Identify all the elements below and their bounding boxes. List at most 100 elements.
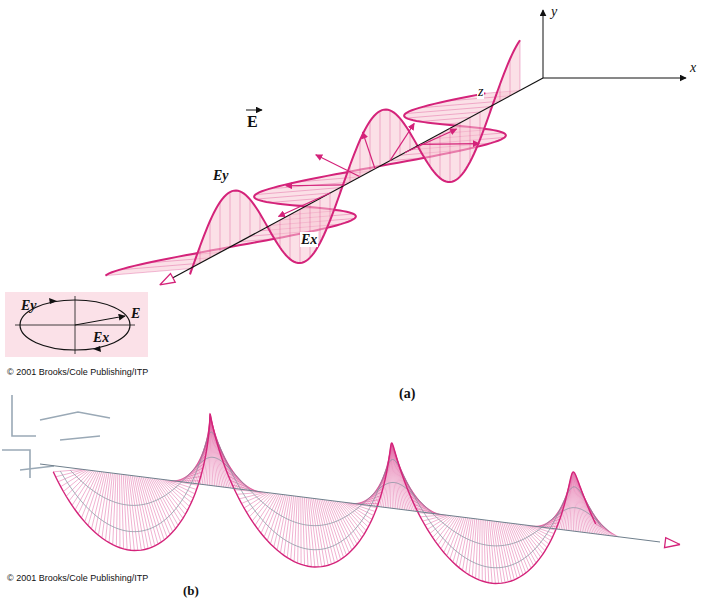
axis-label: z — [477, 84, 484, 99]
helix-ray — [514, 524, 536, 563]
helix-ray — [139, 477, 158, 544]
field-hatch — [240, 191, 241, 241]
helix-ray — [487, 520, 492, 583]
helix-ray — [303, 497, 305, 565]
helix-ray — [78, 472, 98, 514]
slit-apparatus — [12, 395, 36, 436]
x-axis — [543, 78, 686, 79]
field-hatch — [320, 198, 321, 242]
helix-ray — [518, 524, 541, 557]
helix-ray — [324, 500, 343, 558]
field-vector — [420, 143, 479, 145]
slit-apparatus — [20, 466, 54, 470]
helix-ray — [66, 471, 91, 497]
helix-ray — [571, 473, 573, 531]
propagation-arrow — [160, 273, 176, 284]
field-hatch — [430, 139, 431, 167]
panel-label: (b) — [182, 584, 200, 598]
helix-ray — [486, 520, 489, 583]
field-hatch — [380, 111, 381, 166]
copyright-note: © 2001 Brooks/Cole Publishing/ITP — [6, 368, 149, 378]
helix-ray — [495, 521, 505, 582]
field-hatch — [450, 128, 451, 182]
vector-label: E — [246, 113, 259, 131]
component-label: Ey — [21, 298, 37, 313]
field-hatch — [520, 40, 521, 90]
helix-axis — [40, 464, 660, 542]
helix-ray — [511, 523, 531, 568]
helix-grid — [60, 432, 601, 568]
helix-ray — [129, 475, 138, 550]
helix-ray — [300, 497, 301, 564]
helix-ray — [210, 414, 216, 486]
field-vector — [316, 155, 360, 177]
helix-ray — [72, 471, 94, 505]
component-label: E — [131, 306, 140, 321]
helix-ray — [121, 474, 123, 548]
field-hatch — [280, 220, 281, 248]
helix-ray — [56, 470, 84, 477]
helix-ray — [249, 493, 272, 516]
y-axis — [543, 10, 544, 78]
helix-ray — [450, 517, 464, 559]
ey-fill — [190, 40, 520, 274]
helix-ray — [116, 474, 118, 546]
helix-ray — [141, 477, 161, 542]
helix-ray — [498, 522, 511, 581]
helix-ray — [340, 502, 366, 531]
field-hatch — [390, 110, 391, 160]
field-hatch — [470, 117, 471, 161]
field-vector — [405, 129, 457, 152]
field-hatch — [480, 112, 481, 140]
helix-ray — [312, 498, 322, 566]
helix-ray — [271, 495, 285, 544]
helix-ray — [304, 497, 308, 566]
helix-ray — [482, 520, 483, 581]
axis-label: x — [689, 60, 697, 75]
field-vector — [363, 132, 375, 169]
helix-ray — [479, 519, 480, 579]
field-vector — [286, 184, 345, 186]
field-hatch — [510, 59, 511, 96]
helix-ray — [119, 474, 120, 548]
helix-wave — [2, 395, 680, 583]
ey-curve — [190, 40, 520, 274]
helix-ray — [91, 472, 105, 529]
helix-ray — [322, 500, 340, 560]
field-hatch — [440, 134, 441, 178]
helix-ray — [476, 519, 479, 578]
field-hatch — [360, 140, 361, 177]
helix-ray — [453, 518, 466, 563]
helix-ray — [159, 479, 187, 510]
helix-ray — [106, 473, 113, 540]
vector-accent — [246, 110, 262, 111]
axis-label: y — [550, 4, 558, 19]
helix-ray — [123, 475, 127, 550]
helix-ray — [484, 520, 486, 582]
helix-ray — [521, 525, 545, 551]
component-label: Ex — [300, 232, 318, 247]
helix-ray — [493, 521, 502, 583]
field-hatch — [260, 214, 261, 231]
slit-apparatus — [60, 436, 100, 440]
component-label: Ex — [93, 330, 109, 345]
helix-curve — [53, 414, 595, 583]
propagation-arrow — [664, 538, 680, 548]
helix-ray — [69, 471, 93, 501]
helix-ray — [315, 499, 328, 565]
helix-ray — [294, 497, 297, 562]
field-hatch — [250, 199, 251, 236]
helix-ray — [95, 473, 107, 533]
helix-ray — [252, 494, 274, 522]
helix-ray — [277, 495, 288, 550]
helix-ray — [287, 496, 293, 558]
helix-ray — [576, 476, 588, 533]
field-hatch — [230, 192, 231, 247]
field-hatch — [330, 193, 331, 221]
helix-ray — [516, 524, 538, 560]
field-hatch — [310, 204, 311, 258]
copyright-note: © 2001 Brooks/Cole Publishing/ITP — [6, 574, 149, 584]
field-hatch — [410, 133, 411, 150]
slit-apparatus — [40, 412, 110, 420]
helix-ray — [132, 476, 145, 550]
